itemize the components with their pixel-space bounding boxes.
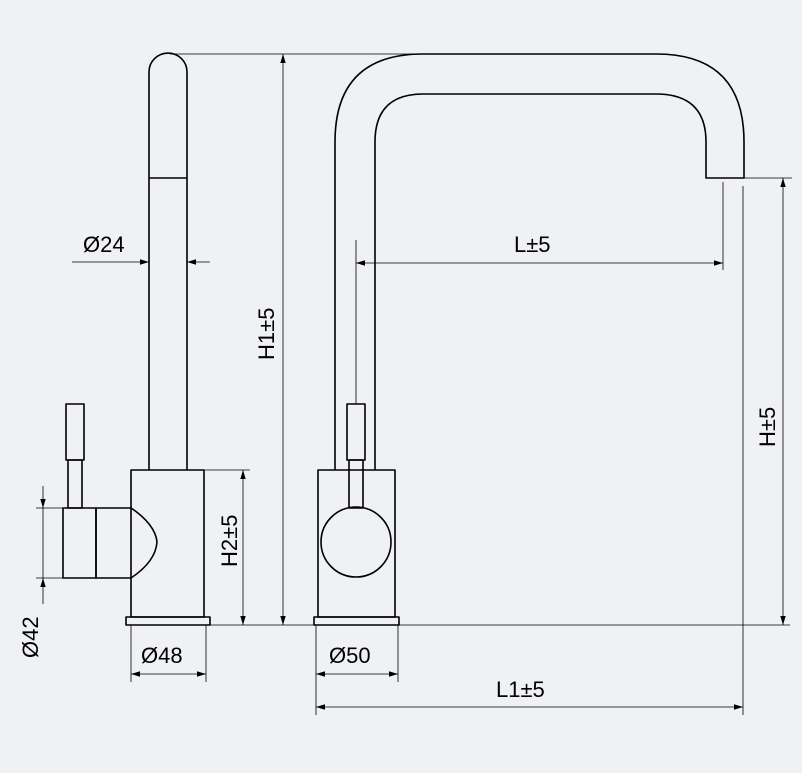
front-base-plate bbox=[313, 616, 400, 626]
side-lever-knob bbox=[95, 507, 158, 579]
label-h: H±5 bbox=[755, 407, 780, 447]
label-d50: Ø50 bbox=[329, 643, 371, 668]
dim-d48: Ø48 bbox=[130, 625, 207, 682]
side-spout-tube bbox=[148, 52, 188, 470]
side-handle-grip bbox=[65, 403, 85, 461]
label-d42: Ø42 bbox=[18, 616, 43, 658]
dim-h1: H1±5 bbox=[170, 53, 425, 625]
label-l1: L1±5 bbox=[496, 677, 545, 702]
label-h1: H1±5 bbox=[254, 308, 279, 360]
side-base-plate bbox=[125, 616, 211, 626]
dim-h: H±5 bbox=[744, 177, 792, 625]
side-lever-cap bbox=[62, 507, 97, 579]
label-d48: Ø48 bbox=[141, 643, 183, 668]
label-d24: Ø24 bbox=[83, 232, 125, 257]
dim-d50: Ø50 bbox=[315, 625, 399, 715]
dim-l1: L1±5 bbox=[316, 186, 744, 715]
label-l: L±5 bbox=[514, 232, 551, 257]
front-spout bbox=[334, 53, 745, 470]
dim-h2: H2±5 bbox=[204, 469, 250, 625]
dim-d42: Ø42 bbox=[18, 486, 63, 658]
dim-d24: Ø24 bbox=[72, 232, 210, 265]
dim-l: L±5 bbox=[355, 182, 724, 404]
side-view bbox=[62, 52, 211, 626]
side-body bbox=[130, 469, 205, 618]
front-body bbox=[317, 469, 396, 618]
front-view bbox=[313, 53, 745, 626]
label-h2: H2±5 bbox=[217, 515, 242, 567]
front-handle-grip bbox=[346, 403, 366, 461]
side-handle-stem bbox=[67, 459, 83, 509]
front-handle-stem bbox=[348, 459, 364, 509]
front-knob bbox=[320, 506, 392, 578]
